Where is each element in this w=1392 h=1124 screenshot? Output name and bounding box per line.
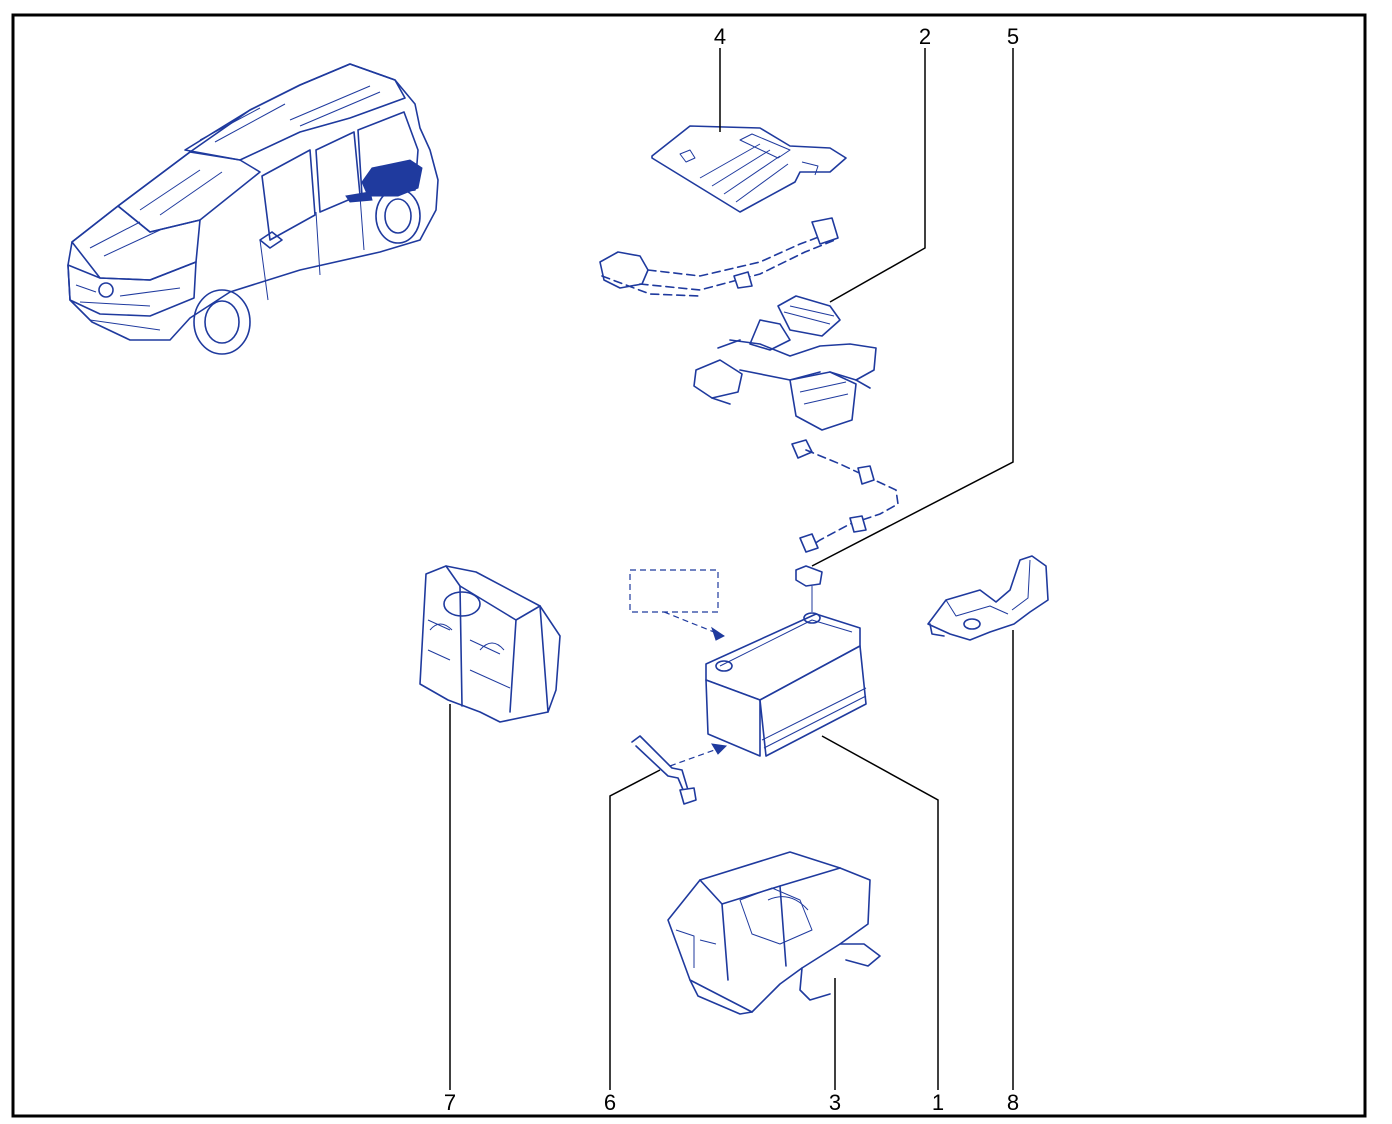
part-7-battery-cover [419,565,561,723]
callout-7: 7 [444,1090,456,1115]
part-8-bracket [927,555,1049,641]
part-4-cover [651,125,847,213]
callout-3: 3 [829,1090,841,1115]
diagram-frame [11,13,1367,1118]
callout-2: 2 [919,24,931,49]
leader-lines [449,48,1014,1090]
callout-8: 8 [1007,1090,1019,1115]
callout-4: 4 [714,24,726,49]
callout-labels: 4 2 5 7 6 3 1 8 [444,24,1019,1115]
callout-1: 1 [932,1090,944,1115]
part-6-hold-down-rod [631,735,697,805]
wiring-harness-upper [599,217,839,297]
vehicle-illustration [67,63,439,355]
callout-6: 6 [604,1090,616,1115]
battery-location-highlight [361,159,423,197]
part-5-terminal-clamp [795,565,823,612]
part-1-battery [629,569,867,767]
optional-part-outline [629,569,719,613]
part-3-battery-tray [667,851,881,1015]
callout-5: 5 [1007,24,1019,49]
part-2-fuse-box [693,295,877,431]
wiring-harness-lower [791,439,899,553]
